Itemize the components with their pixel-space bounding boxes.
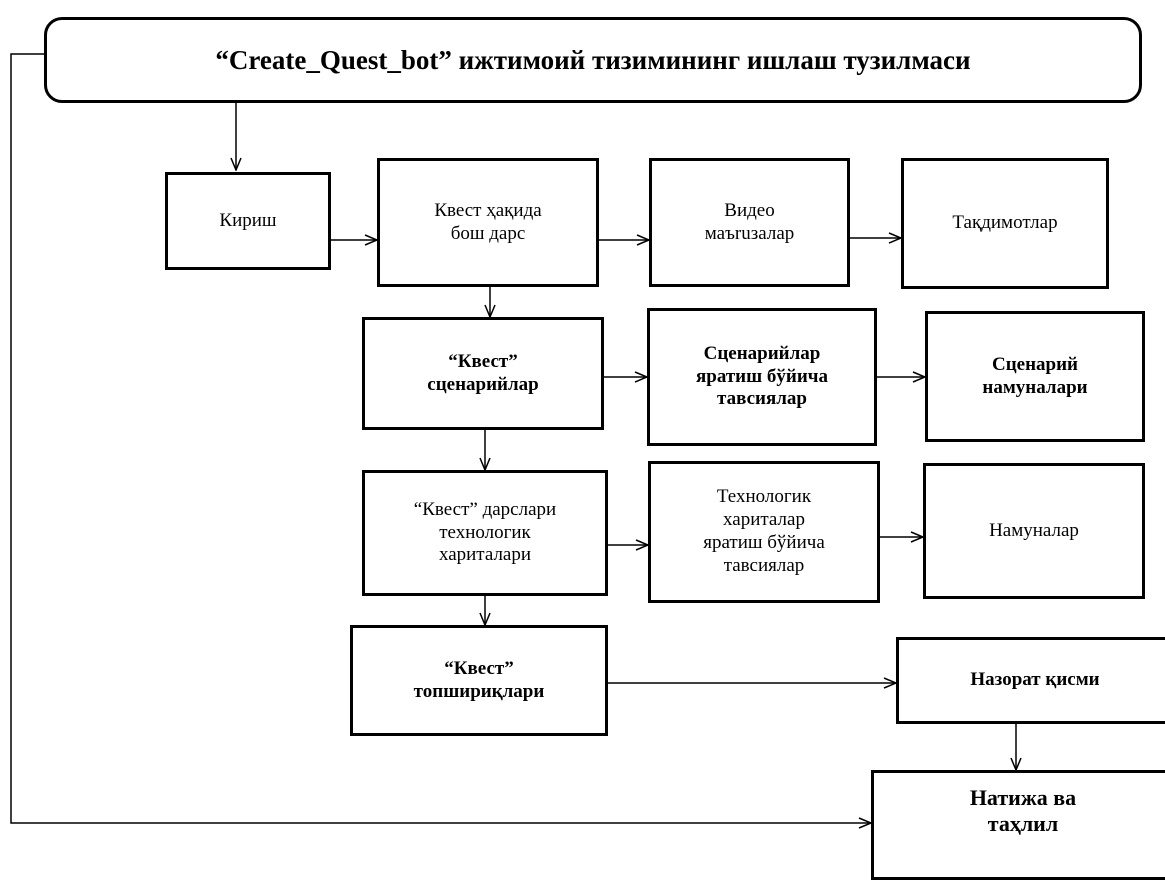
node-scenario-recommendations: Сценарийлар яратиш бўйича тавсиялар: [647, 308, 877, 446]
node-tech-map-recommendations: Технологик хариталар яратиш бўйича тавси…: [648, 461, 880, 603]
node-intro-lesson: Квест ҳақида бош дарс: [377, 158, 599, 287]
node-kirish: Кириш: [165, 172, 331, 270]
node-control: Назорат қисми: [896, 637, 1165, 724]
node-samples: Намуналар: [923, 463, 1145, 599]
arrow-title-to-result: [10, 53, 871, 823]
node-scenarios: “Квест” сценарийлар: [362, 317, 604, 430]
diagram-title: “Create_Quest_bot” ижтимоий тизимининг и…: [44, 17, 1142, 103]
node-quest-tasks: “Квест” топшириқлари: [350, 625, 608, 736]
node-presentations: Тақдимотлар: [901, 158, 1109, 289]
node-scenario-samples: Сценарий намуналари: [925, 311, 1145, 442]
node-video-lectures: Видео маъruзалар: [649, 158, 850, 287]
node-result-analysis: Натижа ва таҳлил: [871, 770, 1165, 880]
node-tech-maps: “Квест” дарслари технологик хариталари: [362, 470, 608, 596]
